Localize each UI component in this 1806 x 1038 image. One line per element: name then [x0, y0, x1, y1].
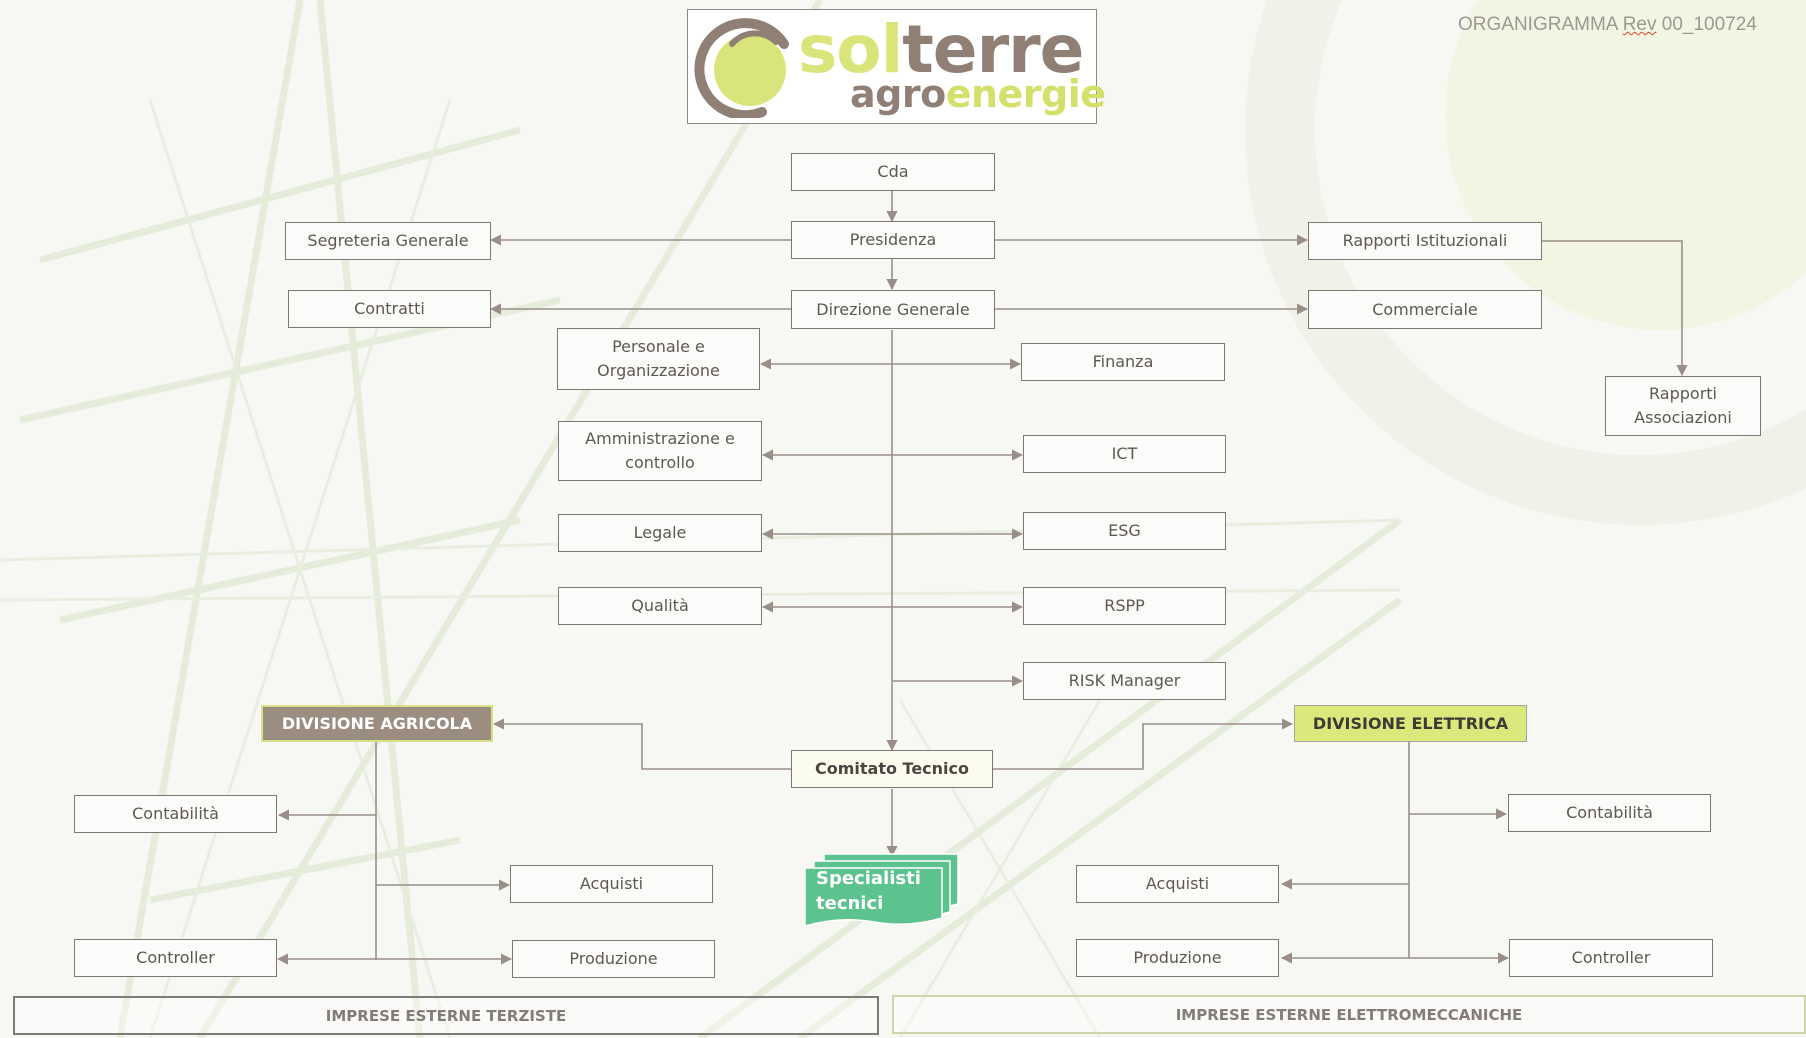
node-agri-acquisti: Acquisti	[510, 865, 713, 903]
company-logo: solterre agroenergie	[687, 9, 1106, 124]
node-elet-controller: Controller	[1509, 939, 1713, 977]
edge-comitato-elettrica	[993, 718, 1294, 770]
node-specialisti-tecnici-shape	[804, 853, 959, 927]
node-segreteria-generale: Segreteria Generale	[285, 222, 491, 260]
node-comitato-tecnico: Comitato Tecnico	[791, 750, 993, 788]
node-divisione-elettrica: DIVISIONE ELETTRICA	[1294, 705, 1527, 742]
node-elet-produzione: Produzione	[1076, 939, 1279, 977]
node-qualita: Qualità	[558, 587, 762, 625]
node-divisione-agricola: DIVISIONE AGRICOLA	[261, 705, 493, 742]
node-personale-organizzazione: Personale e Organizzazione	[557, 328, 760, 390]
node-elet-acquisti: Acquisti	[1076, 865, 1279, 903]
logo-tagline: agroenergie	[850, 72, 1106, 116]
logo-wordmark: solterre	[798, 11, 1084, 88]
node-cda: Cda	[791, 153, 995, 191]
node-rapporti-istituzionali: Rapporti Istituzionali	[1308, 222, 1542, 260]
node-agri-controller: Controller	[74, 939, 277, 977]
node-presidenza: Presidenza	[791, 221, 995, 259]
node-elet-contabilita: Contabilità	[1508, 794, 1711, 832]
node-rspp: RSPP	[1023, 587, 1226, 625]
node-legale: Legale	[558, 514, 762, 552]
edge-comitato-agricola	[492, 718, 791, 770]
node-agri-contabilita: Contabilità	[74, 795, 277, 833]
node-agri-produzione: Produzione	[512, 940, 715, 978]
node-ict: ICT	[1023, 435, 1226, 473]
node-contratti: Contratti	[288, 290, 491, 328]
node-esg: ESG	[1023, 512, 1226, 550]
node-rapporti-associazioni: Rapporti Associazioni	[1605, 376, 1761, 436]
node-risk-manager: RISK Manager	[1023, 662, 1226, 700]
node-amministrazione-controllo: Amministrazione e controllo	[558, 421, 762, 481]
node-imprese-esterne-elettromeccaniche: IMPRESE ESTERNE ELETTROMECCANICHE	[892, 995, 1806, 1034]
node-imprese-esterne-terziste: IMPRESE ESTERNE TERZISTE	[13, 996, 879, 1035]
node-direzione-generale: Direzione Generale	[791, 290, 995, 329]
node-specialisti-tecnici: Specialisti tecnici	[816, 868, 921, 914]
logo-mark-icon	[694, 18, 789, 118]
document-revision: ORGANIGRAMMA Rev 00_100724	[1458, 14, 1757, 35]
node-commerciale: Commerciale	[1308, 290, 1542, 329]
edge-rapporti-associazioni	[1542, 240, 1688, 377]
node-finanza: Finanza	[1021, 343, 1225, 381]
